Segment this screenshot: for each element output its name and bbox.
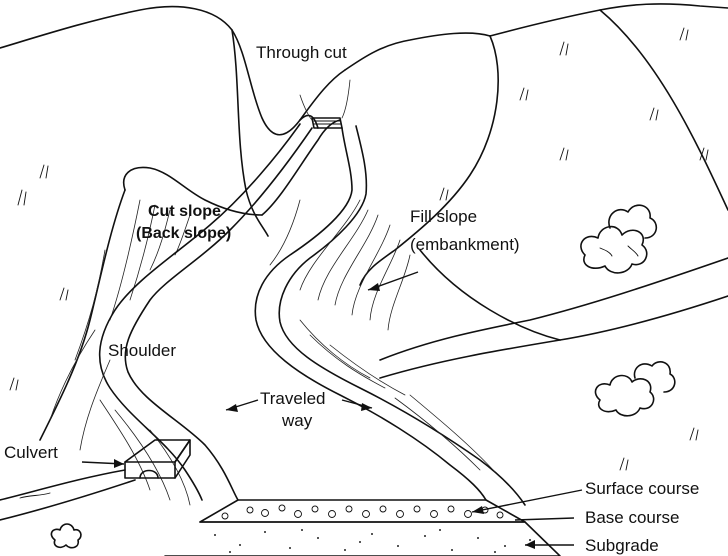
label-cut-slope: Cut slope [148,203,221,220]
road-surface [50,124,525,505]
label-back-slope: (Back slope) [136,225,231,242]
bush-lower-right [595,362,674,416]
pavement-cross-section [165,500,560,556]
label-fill-slope: Fill slope [410,207,477,226]
label-way: way [281,411,313,430]
label-through-cut: Through cut [256,43,347,62]
label-subgrade: Subgrade [585,536,659,555]
label-embankment: (embankment) [410,235,520,254]
label-culvert: Culvert [4,443,58,462]
bush-upper-right [581,205,656,273]
leader-arrows [82,272,582,549]
label-surface-course: Surface course [585,479,699,498]
label-traveled: Traveled [260,389,326,408]
label-base-course: Base course [585,508,680,527]
shrub-bottom-left [51,524,81,548]
subgrade-speckle [214,529,531,553]
base-course-gravel [222,505,503,519]
label-shoulder: Shoulder [108,341,176,360]
